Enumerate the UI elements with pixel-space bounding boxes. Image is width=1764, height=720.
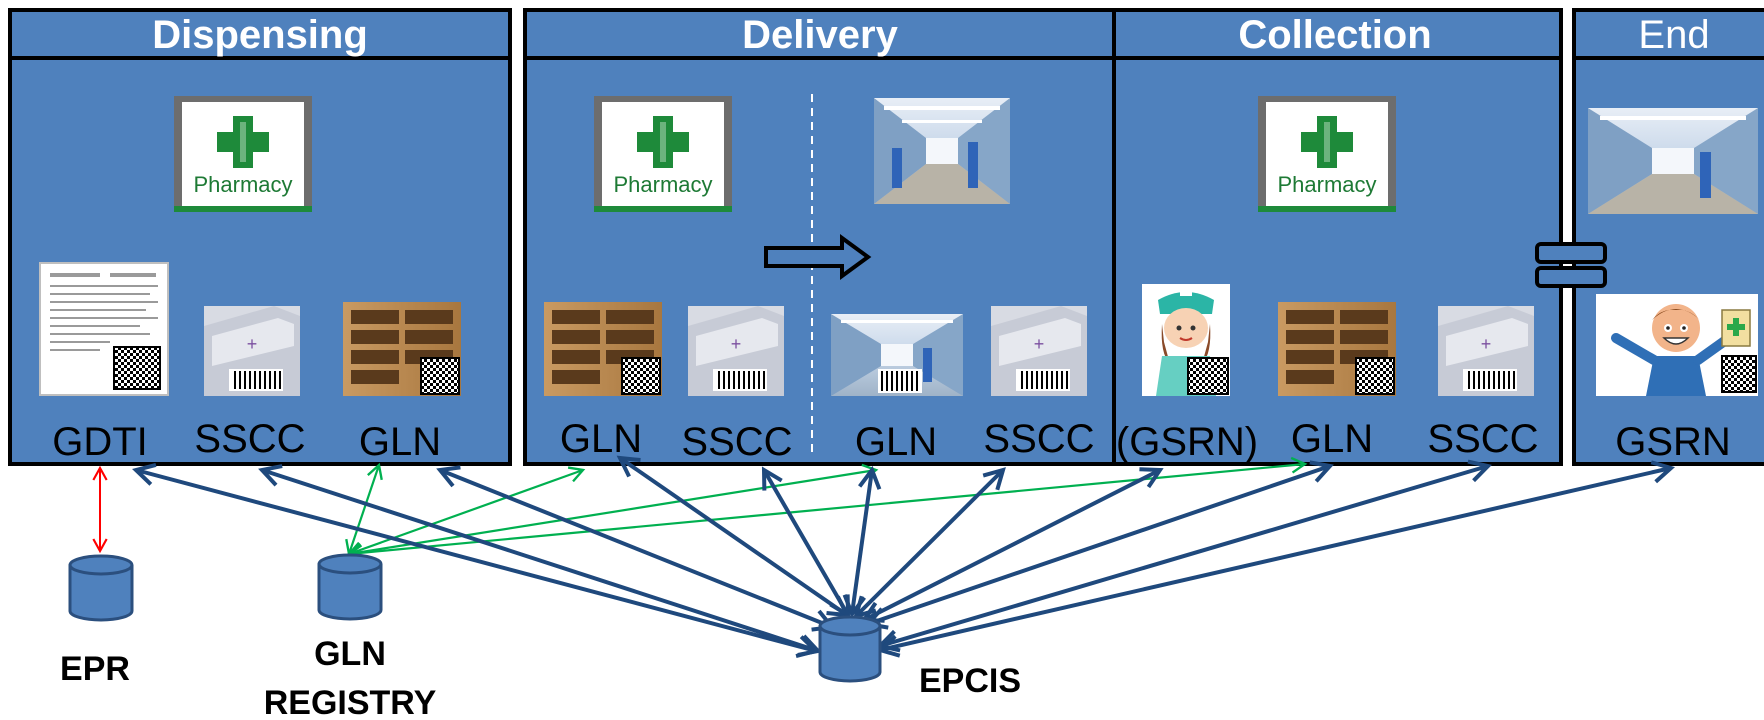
svg-text:+: + xyxy=(247,334,258,354)
epr-label: EPR xyxy=(60,650,130,688)
identifier-label-sscc: SSCC xyxy=(681,420,792,464)
epcis-label: EPCIS xyxy=(919,662,1021,700)
gln-registry-label: GLN xyxy=(314,635,386,673)
parcel-barcode-icon: + xyxy=(688,306,784,396)
epcis-connectors xyxy=(136,458,1671,651)
shelving-unit-icon xyxy=(544,302,662,396)
svg-text:+: + xyxy=(1034,334,1045,354)
epr-database-icon: EPR xyxy=(60,554,134,688)
shelving-unit-icon xyxy=(343,302,461,396)
patient-icon xyxy=(1596,294,1758,396)
stage-title-end: End xyxy=(1638,13,1709,57)
epcis-database-icon: EPCIS xyxy=(818,615,1021,700)
identifier-label-sscc: SSCC xyxy=(983,417,1094,461)
pharmacy-sign-icon: Pharmacy xyxy=(594,96,732,212)
identifier-labels: GDTI SSCC GLN GLN SSCC GLN SSCC (GSRN) G… xyxy=(52,417,1731,464)
identifier-label-gsrn: GSRN xyxy=(1615,420,1731,464)
pharmacy-sign-icon: Pharmacy xyxy=(1258,96,1396,212)
identifier-label-gln: GLN xyxy=(1291,417,1373,461)
transfer-arrow-icon xyxy=(764,234,872,280)
identifier-label-sscc: SSCC xyxy=(1427,417,1538,461)
pharmacy-sign-text: Pharmacy xyxy=(193,172,292,197)
gln-registry-connectors xyxy=(345,456,1308,562)
stage-title-dispensing: Dispensing xyxy=(152,13,368,57)
svg-text:+: + xyxy=(1481,334,1492,354)
nurse-icon xyxy=(1142,284,1230,396)
identifier-label-sscc: SSCC xyxy=(194,417,305,461)
parcel-barcode-icon: + xyxy=(991,306,1087,396)
hospital-ward-icon xyxy=(1588,108,1758,214)
parcel-barcode-icon: + xyxy=(1438,306,1534,396)
pharmacy-sign-text: Pharmacy xyxy=(1277,172,1376,197)
stage-title-collection: Collection xyxy=(1238,13,1431,57)
svg-text:+: + xyxy=(731,334,742,354)
stage-title-delivery: Delivery xyxy=(742,13,898,57)
equals-symbol xyxy=(1535,242,1607,288)
hospital-ward-icon xyxy=(831,314,963,396)
identifier-label-gln: GLN xyxy=(359,420,441,464)
shelving-unit-icon xyxy=(1278,302,1396,396)
hospital-ward-icon xyxy=(874,98,1010,204)
pharmacy-sign-text: Pharmacy xyxy=(613,172,712,197)
identifier-label-gln: GLN xyxy=(855,420,937,464)
gln-registry-database-icon: GLN REGISTRY xyxy=(264,553,437,720)
document-icon xyxy=(39,262,169,396)
identifier-label-gsrn: (GSRN) xyxy=(1116,420,1258,464)
parcel-barcode-icon: + xyxy=(204,306,300,396)
gln-registry-label: REGISTRY xyxy=(264,684,437,720)
identifier-label-gln: GLN xyxy=(560,417,642,461)
identifier-label-gdti: GDTI xyxy=(52,420,148,464)
pharmacy-sign-icon: Pharmacy xyxy=(174,96,312,212)
